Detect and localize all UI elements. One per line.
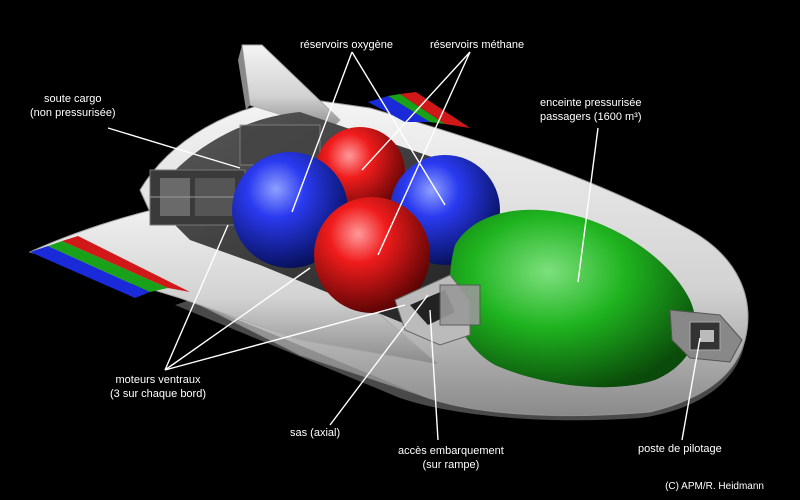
label-cockpit-text: poste de pilotage	[638, 443, 722, 455]
label-ventral-engines: moteurs ventraux (3 sur chaque bord)	[110, 373, 206, 401]
label-boarding-line1: accès embarquement	[398, 445, 504, 457]
label-methane-tanks-text: réservoirs méthane	[430, 39, 525, 51]
label-engines-line1: moteurs ventraux	[115, 374, 201, 386]
tail-fin-shadow	[238, 45, 250, 110]
label-cargo-bay: soute cargo (non pressurisée)	[30, 92, 116, 120]
wing-stripe-blue-left	[30, 246, 150, 298]
label-airlock-text: sas (axial)	[290, 427, 341, 439]
label-cargo-bay-line2: (non pressurisée)	[30, 107, 116, 119]
label-boarding-access: accès embarquement (sur rampe)	[398, 444, 504, 472]
airlock-assembly	[394, 274, 481, 346]
leader-lines	[107, 51, 701, 441]
label-methane-tanks: réservoirs méthane	[430, 38, 524, 52]
cockpit-assembly	[669, 309, 743, 363]
label-airlock: sas (axial)	[290, 426, 340, 440]
label-passenger-line1: enceinte pressurisée	[540, 97, 642, 109]
label-cockpit: poste de pilotage	[638, 442, 722, 456]
label-oxygen-tanks-text: réservoirs oxygène	[300, 39, 393, 51]
wing-stripe-red-left	[62, 236, 190, 292]
credit-text: (C) APM/R. Heidmann	[665, 481, 764, 492]
label-oxygen-tanks: réservoirs oxygène	[300, 38, 393, 52]
cargo-bay	[149, 124, 321, 226]
label-passenger-module: enceinte pressurisée passagers (1600 m³)	[540, 96, 642, 124]
passenger-module	[449, 209, 696, 388]
label-passenger-line2: passagers (1600 m³)	[540, 111, 642, 123]
wing-stripe-red-right	[400, 92, 470, 128]
wing-stripe-green-left	[48, 241, 168, 292]
label-boarding-line2: (sur rampe)	[422, 459, 480, 471]
label-engines-line2: (3 sur chaque bord)	[110, 388, 206, 400]
wing-stripe-green-right	[388, 94, 445, 124]
methane-tank-front	[314, 197, 430, 313]
label-cargo-bay-line1: soute cargo	[44, 93, 102, 105]
